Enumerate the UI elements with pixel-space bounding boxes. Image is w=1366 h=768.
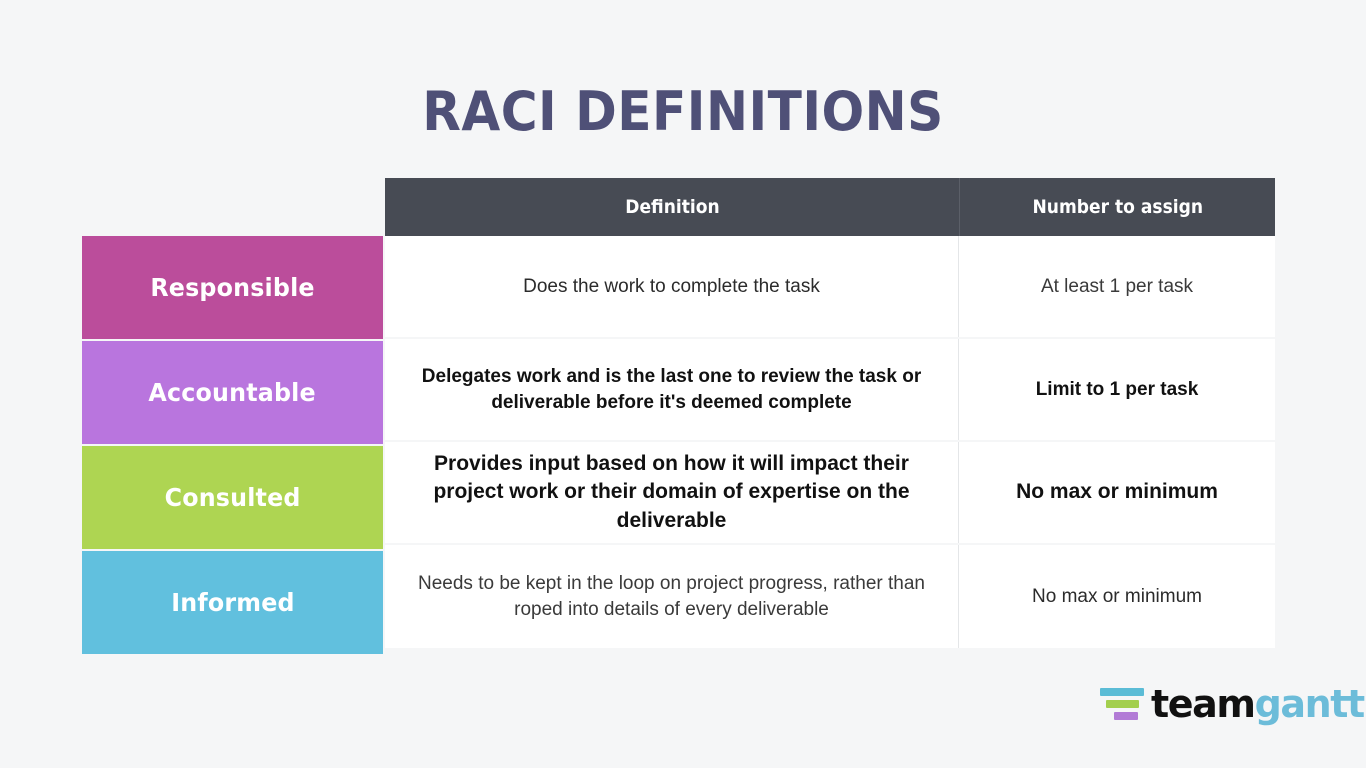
- role-label-informed: Informed: [170, 588, 295, 617]
- role-cell-responsible[interactable]: Responsible: [82, 236, 383, 339]
- gantt-bar-middle-icon: [1106, 700, 1139, 708]
- page-title: RACI DEFINITIONS: [422, 80, 944, 143]
- role-cell-consulted[interactable]: Consulted: [82, 446, 383, 549]
- cell-definition-consulted: Provides input based on how it will impa…: [385, 442, 959, 543]
- raci-matrix: Responsible Accountable Consulted Inform…: [82, 178, 1275, 655]
- role-label-column: Responsible Accountable Consulted Inform…: [82, 178, 383, 655]
- role-cell-informed[interactable]: Informed: [82, 551, 383, 654]
- cell-definition-accountable: Delegates work and is the last one to re…: [385, 339, 959, 440]
- logo-wordmark: teamgantt: [1151, 682, 1366, 726]
- gantt-bars-icon: [1100, 686, 1146, 722]
- label-column-spacer: [82, 178, 383, 236]
- gantt-bar-bottom-icon: [1114, 712, 1138, 720]
- cell-assign-accountable: Limit to 1 per task: [1035, 378, 1199, 400]
- logo-text-gantt: gantt: [1254, 682, 1366, 726]
- gantt-bar-top-icon: [1100, 688, 1144, 696]
- role-cell-accountable[interactable]: Accountable: [82, 341, 383, 444]
- table-row: Does the work to complete the task At le…: [385, 236, 1275, 339]
- logo-text-team: team: [1151, 682, 1256, 726]
- teamgantt-logo: teamgantt: [1100, 682, 1366, 726]
- table-row: Needs to be kept in the loop on project …: [385, 545, 1275, 648]
- table-header-row: Definition Number to assign: [385, 178, 1275, 236]
- table-row: Delegates work and is the last one to re…: [385, 339, 1275, 442]
- column-header-definition-label: Definition: [624, 196, 720, 218]
- column-header-number-to-assign: Number to assign: [959, 178, 1275, 236]
- definitions-table: Definition Number to assign Does the wor…: [385, 178, 1275, 655]
- cell-assign-consulted: No max or minimum: [1016, 480, 1218, 504]
- role-label-responsible: Responsible: [150, 273, 315, 302]
- cell-assign-responsible: At least 1 per task: [1040, 275, 1194, 297]
- column-header-definition: Definition: [385, 178, 959, 236]
- cell-definition-responsible: Does the work to complete the task: [385, 236, 959, 337]
- cell-assign-informed: No max or minimum: [1032, 585, 1202, 607]
- column-header-number-to-assign-label: Number to assign: [1032, 196, 1203, 218]
- table-row: Provides input based on how it will impa…: [385, 442, 1275, 545]
- cell-definition-informed: Needs to be kept in the loop on project …: [385, 545, 959, 648]
- role-label-consulted: Consulted: [164, 483, 301, 512]
- role-label-accountable: Accountable: [148, 378, 317, 407]
